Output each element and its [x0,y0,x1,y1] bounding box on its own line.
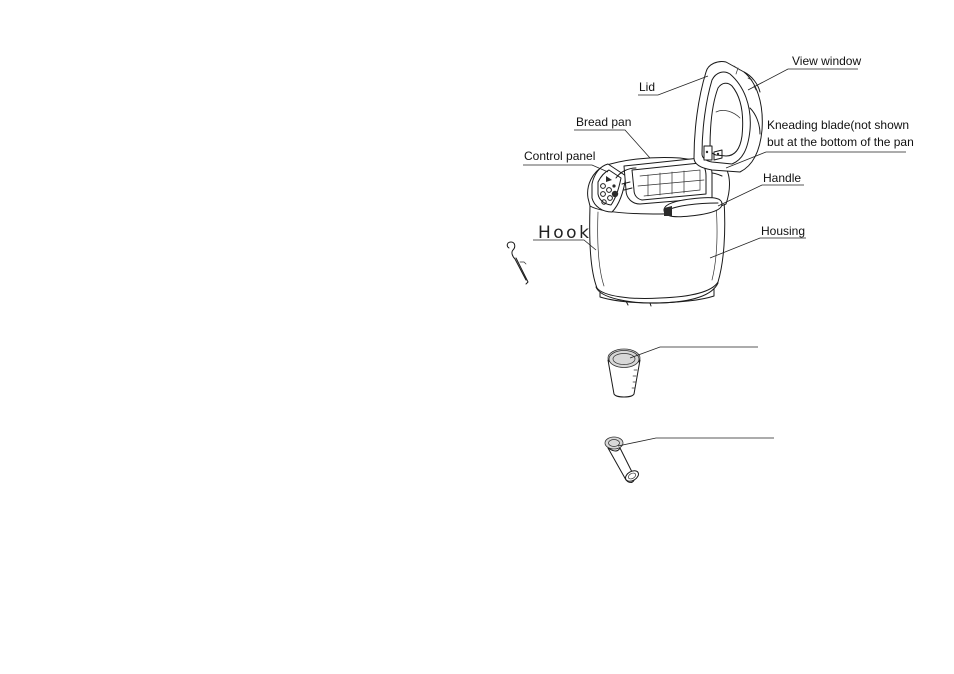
kneading-blade-label-line2: but at the bottom of the pan [767,135,914,149]
leader-lines [523,68,906,447]
labels: Lid View window Bread pan Kneading blade… [524,54,914,243]
kneading-blade-label-line1: Kneading blade(not shown [767,118,909,132]
bread-maker-illustration [587,61,763,307]
lid-drawing [693,61,763,173]
view-window-label: View window [792,54,861,68]
bread-pan-label: Bread pan [576,115,631,129]
hook-label: Hook [538,223,591,243]
measuring-spoon-drawing [604,436,639,484]
handle-label: Handle [763,171,801,185]
housing-label: Housing [761,224,805,238]
control-panel-label: Control panel [524,149,595,163]
lid-label: Lid [639,80,655,94]
measuring-cup-drawing [607,348,641,398]
hook-drawing [506,241,529,285]
